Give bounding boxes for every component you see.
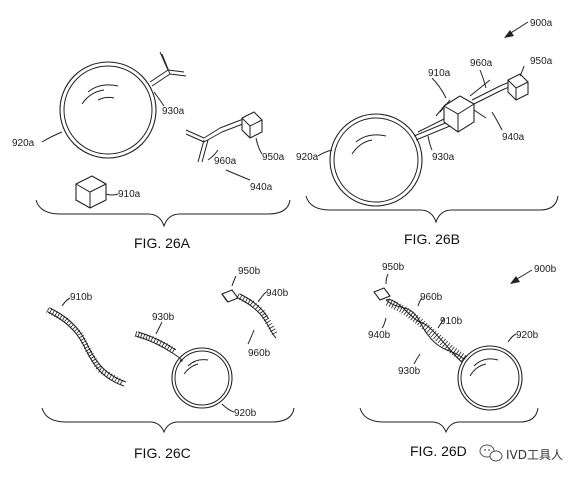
label-940a-b: 940a	[502, 132, 525, 143]
watermark: IVD工具人	[479, 444, 563, 462]
leader-930b-d	[413, 353, 421, 365]
antibody-930a	[149, 51, 187, 87]
label-920b: 920b	[234, 408, 257, 419]
bead-920b	[171, 347, 233, 409]
label-940a: 940a	[250, 182, 273, 193]
label-940b: 940b	[266, 288, 289, 299]
leader-920a	[41, 131, 63, 143]
label-950b: 950b	[238, 266, 261, 277]
strand-910b	[46, 307, 127, 387]
brace-26b	[305, 195, 559, 224]
bead-920b-d	[457, 345, 523, 411]
leader-960b	[247, 329, 255, 345]
label-920a-b: 920a	[296, 152, 319, 163]
leader-910a-b	[431, 77, 447, 99]
leader-950a-b	[519, 65, 525, 77]
cube-910a	[75, 175, 107, 209]
label-910a: 910a	[118, 189, 141, 200]
leader-920b-d	[507, 333, 517, 343]
label-960a-b: 960a	[470, 58, 493, 69]
label-900b: 900b	[534, 264, 557, 275]
probe-930b	[134, 330, 183, 362]
caption-26a: FIG. 26A	[134, 235, 191, 251]
brace-26d	[359, 407, 539, 434]
label-910b-d: 910b	[440, 316, 463, 327]
leader-940a-b	[491, 111, 503, 131]
label-920b-d: 920b	[516, 330, 539, 341]
leader-950b-d	[385, 273, 389, 285]
leader-940b-d	[381, 317, 387, 329]
sandwich-complex	[413, 73, 529, 141]
caption-26b: FIG. 26B	[404, 231, 460, 247]
leader-950a	[255, 137, 263, 155]
label-900a: 900a	[530, 18, 553, 29]
bead-920a	[59, 61, 157, 159]
leader-930a-b	[427, 135, 433, 151]
label-960b-d: 960b	[420, 292, 443, 303]
capture-960b	[236, 293, 278, 339]
label-910a-b: 910a	[428, 68, 451, 79]
leader-950b	[231, 275, 237, 287]
label-930b-d: 930b	[398, 366, 421, 377]
label-950a-b: 950a	[530, 56, 553, 67]
leader-940b	[257, 291, 267, 303]
panel-26a: 930a 920a 960a 950a 940a	[12, 51, 291, 251]
label-930a: 930a	[162, 106, 185, 117]
tag-950a	[241, 111, 263, 139]
wechat-icon	[479, 444, 503, 462]
leader-930b	[155, 321, 163, 335]
brace-26c	[41, 407, 295, 434]
label-960a: 960a	[214, 156, 237, 167]
leader-910a	[105, 193, 119, 196]
panel-26d: 900b 950b 960b 940b 910b 930b 920b	[359, 262, 557, 459]
leader-910b	[61, 297, 71, 307]
label-910b: 910b	[70, 292, 93, 303]
label-950b-d: 950b	[382, 262, 405, 273]
label-960b: 960b	[248, 348, 271, 359]
label-920a: 920a	[12, 138, 35, 149]
watermark-text: IVD工具人	[506, 448, 563, 462]
leader-920b	[221, 403, 235, 413]
leader-940a	[225, 169, 251, 181]
leader-920a-b	[317, 149, 333, 157]
brace-26a	[35, 199, 291, 228]
panel-26b: 900a 920a	[296, 18, 559, 247]
helix-complex	[385, 298, 479, 369]
label-940b-d: 940b	[368, 330, 391, 341]
leader-960a-b	[479, 69, 487, 89]
leader-960a	[207, 149, 219, 161]
tag-950b-d	[373, 287, 391, 301]
panel-26c: 910b 930b 920b 950b 940b	[41, 266, 295, 461]
label-950a: 950a	[262, 152, 285, 163]
tag-950b	[221, 289, 239, 303]
label-930b: 930b	[152, 312, 175, 323]
leader-910b-d	[437, 317, 445, 329]
caption-26d: FIG. 26D	[410, 443, 467, 459]
caption-26c: FIG. 26C	[134, 445, 191, 461]
leader-930a	[153, 91, 165, 107]
arrow-head-icon	[504, 30, 514, 38]
bead-920a-b	[329, 113, 423, 207]
arrow-head-icon	[510, 276, 520, 284]
label-930a-b: 930a	[432, 152, 455, 163]
leader-960b-d	[417, 297, 423, 307]
